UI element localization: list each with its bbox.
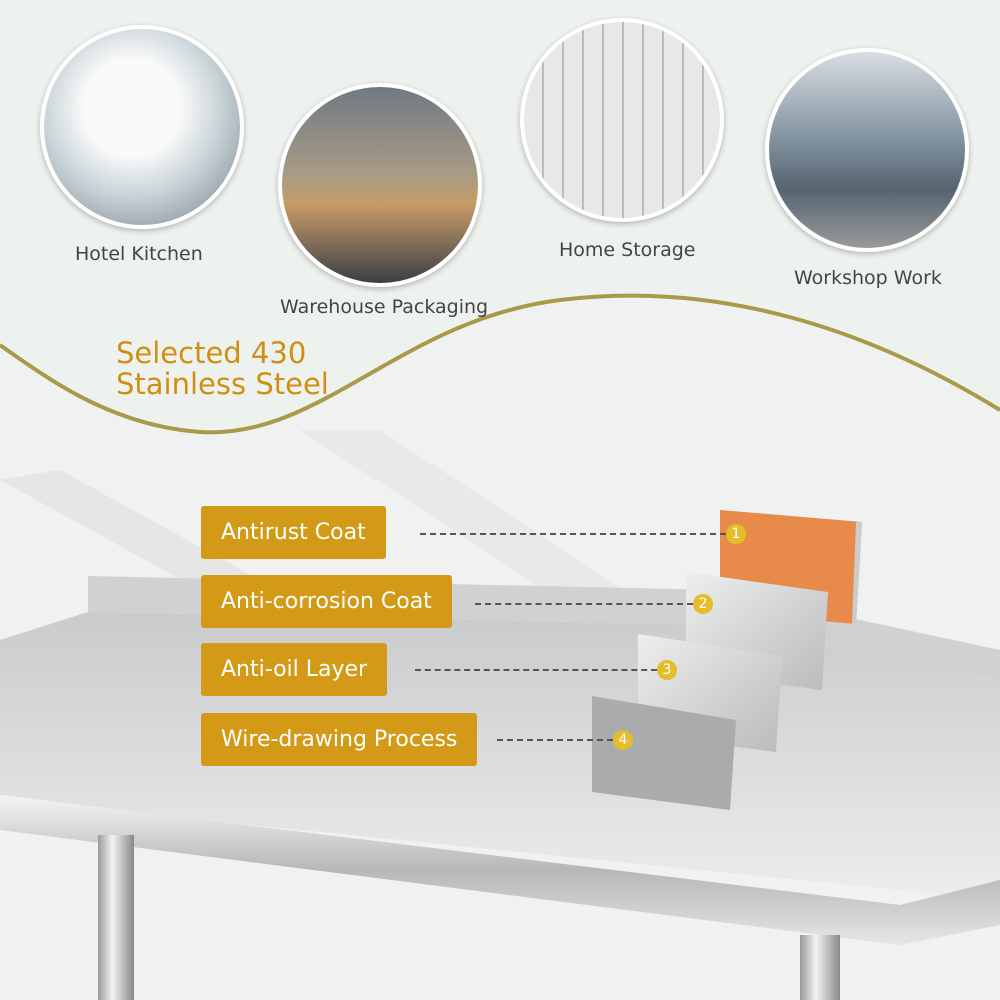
leader-line — [420, 533, 726, 535]
workshop-work-image — [765, 48, 969, 252]
layer-number-badge: 3 — [657, 660, 677, 680]
leader-line — [475, 603, 693, 605]
scenario-label: Workshop Work — [794, 267, 942, 289]
layer-label-anti-corrosion: Anti-corrosion Coat — [201, 575, 452, 628]
leader-line — [497, 739, 613, 741]
hotel-kitchen-image — [40, 25, 244, 229]
layer-number-badge: 1 — [726, 524, 746, 544]
scenario-label: Warehouse Packaging — [280, 296, 489, 318]
scenario-label: Hotel Kitchen — [75, 243, 203, 265]
headline-line2: Stainless Steel — [116, 367, 329, 401]
layer-label-wire-drawing: Wire-drawing Process — [201, 713, 478, 766]
headline: Selected 430 Stainless Steel — [116, 338, 329, 400]
headline-line1: Selected 430 — [116, 336, 307, 370]
scenario-label: Home Storage — [559, 239, 696, 261]
layer-number-badge: 2 — [693, 594, 713, 614]
warehouse-packaging-image — [278, 83, 482, 287]
layer-label-antirust: Antirust Coat — [201, 506, 386, 559]
leader-line — [415, 669, 657, 671]
layer-label-anti-oil: Anti-oil Layer — [201, 643, 388, 696]
layer-number-badge: 4 — [613, 730, 633, 750]
home-storage-image — [520, 18, 724, 222]
